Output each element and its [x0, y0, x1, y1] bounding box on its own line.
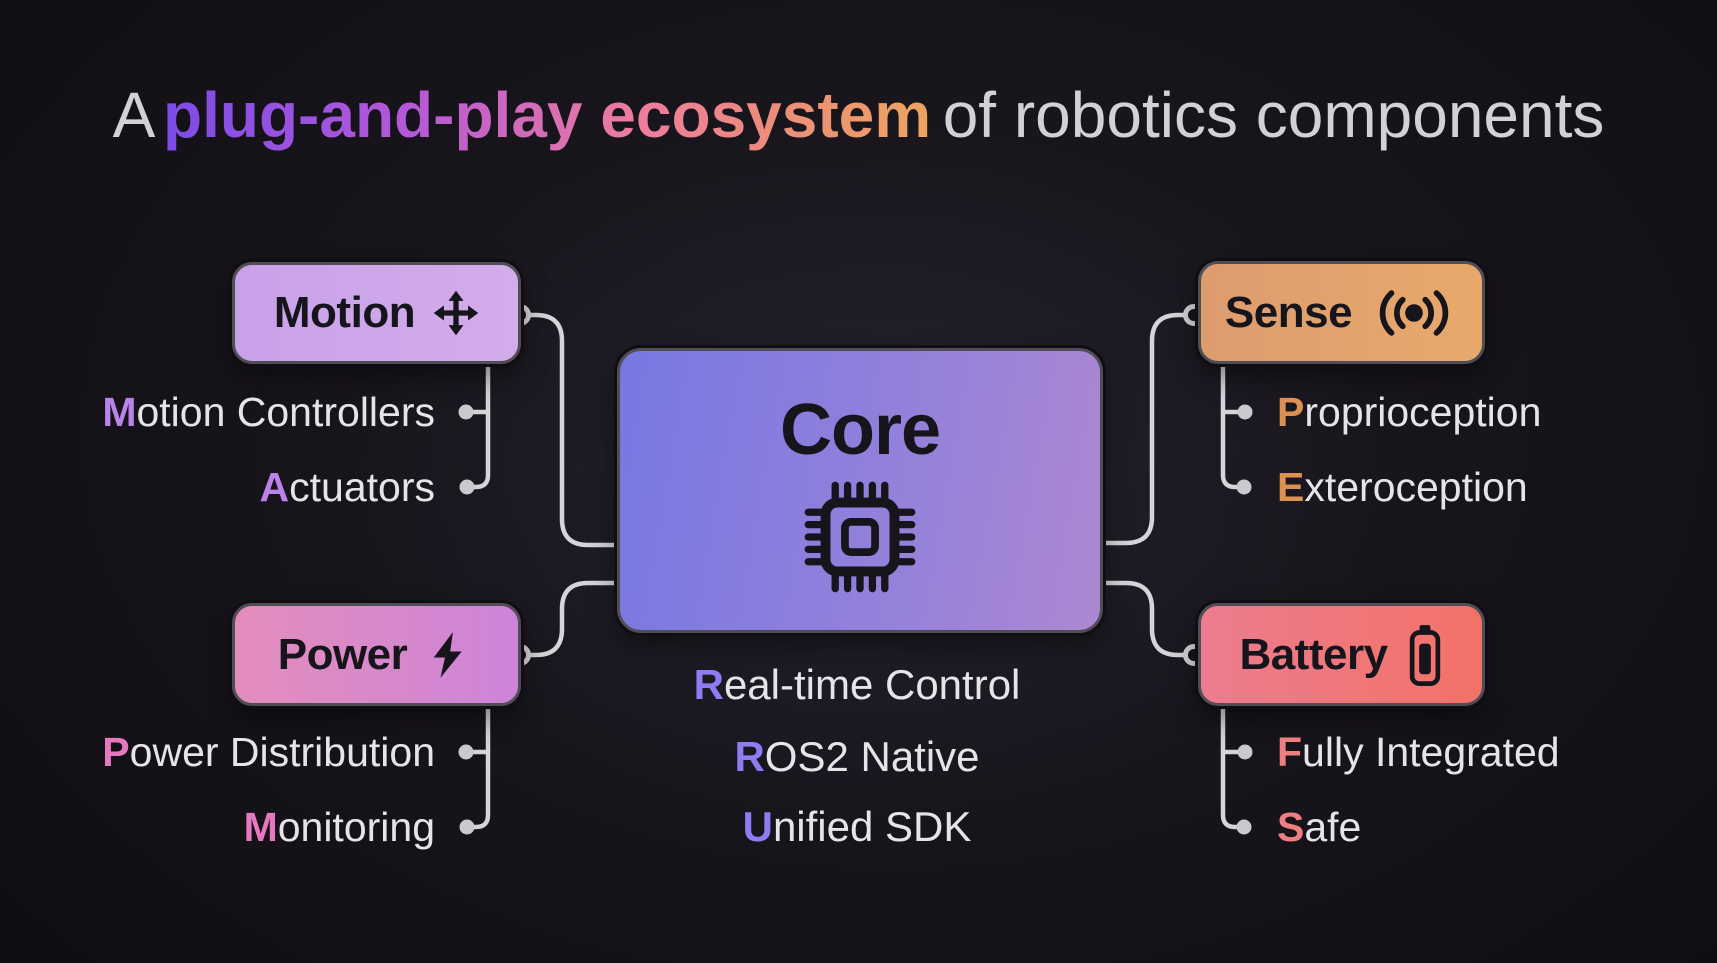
core-feature-sdk: Unified SDK	[617, 803, 1097, 851]
item-rest: ctuators	[289, 464, 435, 510]
bracket-battery	[1220, 697, 1240, 830]
item-rest: roprioception	[1304, 389, 1542, 435]
connector-dot	[1236, 479, 1252, 495]
item-lead: S	[1277, 804, 1305, 850]
item-rest: onitoring	[277, 804, 435, 850]
feature-lead: R	[734, 733, 765, 780]
item-rest: xteroception	[1304, 464, 1528, 510]
core-feature-ros2: ROS2 Native	[617, 733, 1097, 781]
sense-item-exteroception: Exteroception	[1277, 463, 1707, 511]
edge-core-battery	[1093, 580, 1189, 658]
item-lead: F	[1277, 729, 1303, 775]
core-feature-realtime: Real-time Control	[617, 661, 1097, 709]
node-battery: Battery	[1198, 603, 1485, 706]
sense-item-proprioception: Proprioception	[1277, 388, 1707, 436]
power-item-monitoring: Monitoring	[20, 803, 435, 851]
bracket-motion	[471, 355, 491, 490]
title-highlight: plug-and-play ecosystem	[162, 78, 932, 151]
item-lead: M	[243, 804, 278, 850]
edge-core-sense	[1093, 312, 1189, 546]
node-power-label: Power	[277, 629, 408, 679]
feature-rest: OS2 Native	[764, 733, 980, 780]
connector-dot	[1237, 744, 1253, 760]
power-item-distribution: Power Distribution	[20, 728, 435, 776]
battery-item-safe: Safe	[1277, 803, 1707, 851]
node-power: Power	[232, 603, 521, 706]
node-sense-label: Sense	[1224, 287, 1353, 337]
item-lead: P	[1277, 389, 1305, 435]
connector-dot	[1237, 404, 1253, 420]
item-rest: afe	[1304, 804, 1362, 850]
item-lead: A	[259, 464, 290, 510]
connector-dot	[459, 479, 475, 495]
feature-lead: R	[693, 661, 724, 708]
title-suffix: of robotics components	[942, 78, 1605, 151]
node-core: Core	[617, 348, 1103, 633]
connector-dot	[458, 744, 474, 760]
node-sense: Sense	[1198, 261, 1485, 364]
cpu-chip-icon	[804, 481, 916, 593]
edge-motion-core	[525, 312, 621, 548]
title-prefix: A	[112, 78, 156, 151]
lightning-bolt-icon	[425, 630, 475, 680]
item-lead: M	[102, 389, 137, 435]
battery-icon	[1406, 624, 1444, 686]
radar-waves-icon	[1370, 288, 1458, 338]
motion-item-actuators: Actuators	[20, 463, 435, 511]
feature-lead: U	[742, 803, 773, 850]
bracket-power	[471, 697, 491, 830]
connector-dot	[1236, 819, 1252, 835]
edge-power-core	[525, 580, 621, 658]
node-motion: Motion	[232, 262, 521, 364]
node-motion-label: Motion	[273, 288, 416, 337]
battery-item-fully-integrated: Fully Integrated	[1277, 728, 1707, 776]
node-core-label: Core	[779, 389, 941, 470]
node-battery-label: Battery	[1239, 629, 1388, 679]
feature-rest: eal-time Control	[723, 661, 1021, 708]
motion-item-controllers: Motion Controllers	[20, 388, 435, 436]
connector-dot	[458, 404, 474, 420]
item-rest: ower Distribution	[129, 729, 435, 775]
move-arrows-icon	[433, 290, 479, 336]
feature-rest: nified SDK	[772, 803, 972, 850]
bracket-sense	[1220, 355, 1240, 490]
item-rest: ully Integrated	[1302, 729, 1560, 775]
item-lead: E	[1277, 464, 1305, 510]
item-rest: otion Controllers	[136, 389, 435, 435]
connector-dot	[459, 819, 475, 835]
item-lead: P	[102, 729, 130, 775]
